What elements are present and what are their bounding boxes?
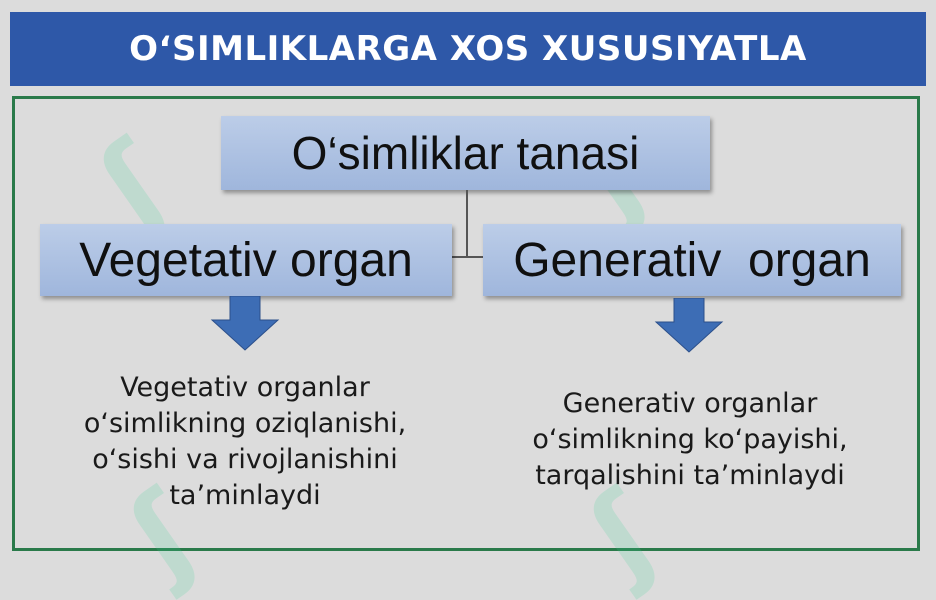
- description-line: o‘simlikning oziqlanishi,: [83, 408, 407, 439]
- description-line: Vegetativ organlar: [120, 372, 370, 403]
- description-line: ta’minlaydi: [169, 480, 321, 511]
- description-line: o‘simlikning ko‘payishi,: [532, 424, 848, 455]
- root-node-label: O‘simliklar tanasi: [291, 127, 640, 179]
- root-node: O‘simliklar tanasi: [221, 116, 710, 190]
- generative-description: Generativ organlar o‘simlikning ko‘payis…: [490, 386, 890, 494]
- description-line: Generativ organlar: [562, 388, 818, 419]
- branch-node-generative: Generativ organ: [483, 224, 901, 296]
- connector-vertical: [466, 190, 468, 256]
- description-line: tarqalishini ta’minlaydi: [535, 460, 845, 491]
- page-title: O‘SIMLIKLARGA XOS XUSUSIYATLA: [129, 29, 807, 69]
- branch-label: Generativ organ: [513, 233, 871, 287]
- connector-horizontal: [452, 256, 483, 258]
- vegetative-description: Vegetativ organlar o‘simlikning oziqlani…: [50, 370, 440, 514]
- diagram-frame: [12, 96, 920, 551]
- branch-label: Vegetativ organ: [79, 233, 413, 287]
- title-banner: O‘SIMLIKLARGA XOS XUSUSIYATLA: [10, 12, 926, 86]
- down-arrow-icon: [654, 298, 724, 353]
- branch-node-vegetative: Vegetativ organ: [40, 224, 452, 296]
- description-line: o‘sishi va rivojlanishini: [92, 444, 398, 475]
- down-arrow-icon: [210, 296, 280, 351]
